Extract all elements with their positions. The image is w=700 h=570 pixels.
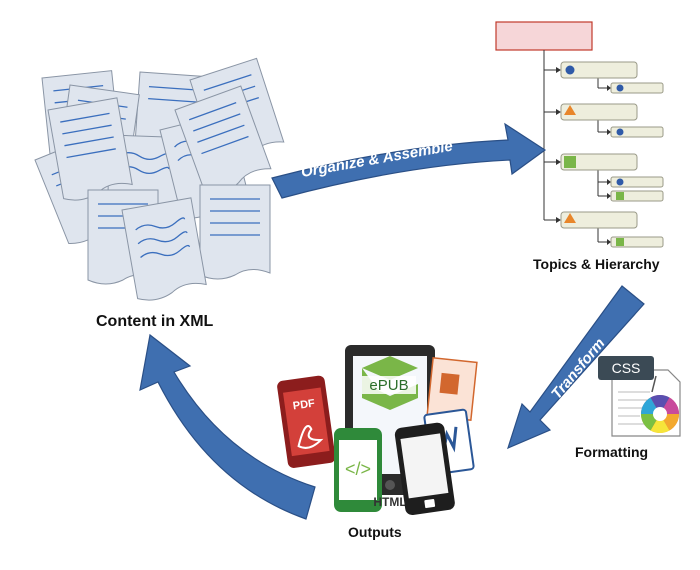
smartphone-icon xyxy=(394,422,455,516)
xml-documents-pile xyxy=(34,57,287,304)
content-in-xml-label: Content in XML xyxy=(96,313,214,330)
outputs-label: Outputs xyxy=(348,524,402,540)
circle-marker-icon xyxy=(616,128,624,136)
css-badge-label: CSS xyxy=(612,360,641,376)
html-label: HTML xyxy=(373,495,406,509)
pdf-label: PDF xyxy=(292,397,316,412)
tree-node xyxy=(560,61,638,79)
topics-hierarchy-label: Topics & Hierarchy xyxy=(533,256,660,272)
css-badge xyxy=(598,356,654,380)
circle-marker-icon xyxy=(616,84,624,92)
tree-subnode xyxy=(610,126,664,138)
topic-hierarchy-tree xyxy=(495,21,664,248)
square-marker-icon xyxy=(616,192,624,200)
square-marker-icon xyxy=(564,156,576,168)
epub-label: ePUB xyxy=(369,377,408,394)
square-marker-icon xyxy=(616,238,624,246)
svg-text:</>: </> xyxy=(345,459,371,479)
tree-node xyxy=(560,153,638,171)
tree-root-node xyxy=(495,21,593,51)
tree-subnode xyxy=(610,82,664,94)
tree-node xyxy=(560,103,638,121)
tree-subnode xyxy=(610,176,664,188)
outputs-devices: ePUB PDF </> HTML xyxy=(277,345,478,516)
organize-arrow: Organize & Assemble xyxy=(271,122,547,199)
circle-marker-icon xyxy=(616,178,624,186)
formatting-label: Formatting xyxy=(575,444,649,460)
html-phone-icon: </> HTML xyxy=(334,428,407,512)
formatting-graphic: CSS xyxy=(598,356,681,437)
triangle-marker-icon xyxy=(564,105,576,115)
triangle-marker-icon xyxy=(564,213,576,223)
tree-node xyxy=(560,211,638,229)
color-wheel-icon xyxy=(640,394,680,434)
circle-marker-icon xyxy=(565,65,575,75)
pdf-phone-icon: PDF xyxy=(277,375,336,468)
